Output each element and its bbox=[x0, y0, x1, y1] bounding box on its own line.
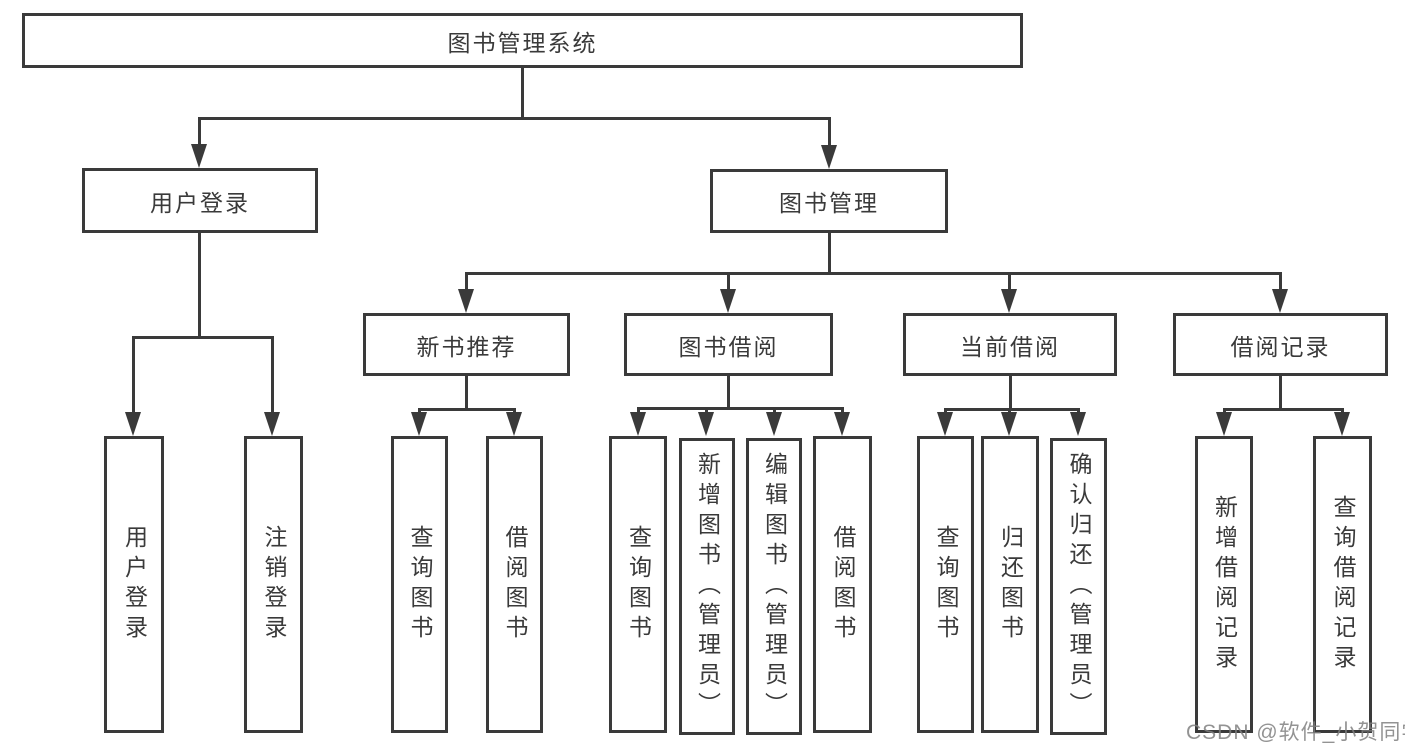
node-leaf-logout: 注销登录 bbox=[244, 436, 303, 733]
connector-drop bbox=[513, 408, 516, 415]
connector-mgmt-branch bbox=[465, 272, 1281, 275]
arrowhead bbox=[937, 412, 953, 436]
connector-cb-stem bbox=[1009, 376, 1012, 408]
arrowhead bbox=[506, 412, 522, 436]
connector-drop bbox=[1008, 408, 1011, 415]
connector-drop bbox=[1008, 272, 1011, 291]
connector-drop bbox=[705, 407, 708, 415]
arrowhead bbox=[698, 412, 714, 436]
node-bb-borrow-books: 借阅图书 bbox=[813, 436, 872, 733]
arrowhead bbox=[1216, 412, 1232, 436]
connector-nb-stem bbox=[465, 376, 468, 408]
connector-cb-branch bbox=[944, 408, 1079, 411]
connector-drop bbox=[271, 336, 274, 414]
node-bb-query-books: 查询图书 bbox=[609, 436, 667, 733]
node-label: 新书推荐 bbox=[416, 333, 517, 360]
node-book-management: 图书管理 bbox=[710, 169, 948, 233]
node-label: 查询图书 bbox=[933, 524, 959, 645]
node-label: 用户登录 bbox=[121, 524, 148, 645]
arrowhead bbox=[630, 412, 646, 436]
connector-login-stem bbox=[198, 233, 201, 336]
node-label: 查询图书 bbox=[407, 524, 433, 645]
connector-br-branch bbox=[1223, 408, 1343, 411]
node-label: 借阅记录 bbox=[1230, 333, 1331, 360]
node-label: 图书管理系统 bbox=[447, 29, 598, 56]
node-bb-add-books: 新增图书（管理员） bbox=[679, 438, 735, 735]
arrowhead bbox=[720, 289, 736, 313]
csdn-watermark: CSDN @软件_小贺同学 bbox=[1186, 721, 1405, 744]
connector-drop bbox=[198, 117, 201, 147]
node-leaf-user-login: 用户登录 bbox=[104, 436, 164, 733]
node-label: 用户登录 bbox=[150, 189, 250, 216]
node-cb-return-books: 归还图书 bbox=[981, 436, 1039, 733]
connector-drop bbox=[1223, 408, 1226, 415]
node-br-query-record: 查询借阅记录 bbox=[1313, 436, 1372, 733]
connector-drop bbox=[465, 272, 468, 291]
connector-drop bbox=[132, 336, 135, 414]
connector-drop bbox=[418, 408, 421, 415]
arrowhead bbox=[1001, 412, 1017, 436]
arrowhead bbox=[821, 145, 837, 169]
connector-drop bbox=[1077, 408, 1080, 415]
arrowhead bbox=[1001, 289, 1017, 313]
node-label: 确认归还（管理员） bbox=[1066, 451, 1092, 722]
arrowhead bbox=[1070, 412, 1086, 436]
connector-login-branch bbox=[132, 336, 274, 339]
node-new-book-recommend: 新书推荐 bbox=[363, 313, 570, 376]
node-label: 查询图书 bbox=[625, 524, 652, 645]
node-bb-edit-books: 编辑图书（管理员） bbox=[746, 438, 802, 735]
arrowhead bbox=[766, 412, 782, 436]
connector-mgmt-stem bbox=[828, 233, 831, 272]
node-current-borrow: 当前借阅 bbox=[903, 313, 1117, 376]
connector-drop bbox=[828, 117, 831, 147]
node-borrow-records: 借阅记录 bbox=[1173, 313, 1388, 376]
node-label: 图书管理 bbox=[779, 190, 879, 216]
connector-br-stem bbox=[1279, 376, 1282, 408]
node-label: 新增图书（管理员） bbox=[694, 451, 721, 722]
connector-drop bbox=[1279, 272, 1282, 291]
arrowhead bbox=[191, 144, 207, 168]
connector-root-branch bbox=[198, 117, 831, 120]
connector-drop bbox=[727, 272, 730, 291]
connector-root-stem bbox=[521, 68, 524, 117]
node-nb-query-books: 查询图书 bbox=[391, 436, 448, 733]
node-root: 图书管理系统 bbox=[22, 13, 1023, 68]
connector-nb-branch bbox=[418, 408, 515, 411]
connector-drop bbox=[637, 407, 640, 415]
node-label: 当前借阅 bbox=[960, 333, 1060, 360]
arrowhead bbox=[125, 412, 141, 436]
node-label: 注销登录 bbox=[261, 524, 287, 645]
connector-drop bbox=[773, 407, 776, 415]
arrowhead bbox=[834, 412, 850, 436]
arrowhead bbox=[264, 412, 280, 436]
connector-bb-stem bbox=[727, 376, 730, 407]
connector-drop bbox=[1341, 408, 1344, 415]
node-cb-query-books: 查询图书 bbox=[917, 436, 974, 733]
node-label: 归还图书 bbox=[997, 524, 1024, 645]
connector-drop bbox=[841, 407, 844, 415]
connector-bb-branch bbox=[637, 407, 843, 410]
arrowhead bbox=[458, 289, 474, 313]
node-book-borrow: 图书借阅 bbox=[624, 313, 833, 376]
node-label: 借阅图书 bbox=[502, 524, 528, 645]
arrowhead bbox=[1334, 412, 1350, 436]
node-label: 借阅图书 bbox=[830, 524, 856, 645]
node-nb-borrow-books: 借阅图书 bbox=[486, 436, 543, 733]
node-br-add-record: 新增借阅记录 bbox=[1195, 436, 1253, 733]
arrowhead bbox=[1272, 289, 1288, 313]
node-label: 新增借阅记录 bbox=[1211, 494, 1238, 675]
node-cb-confirm-return: 确认归还（管理员） bbox=[1050, 438, 1107, 735]
node-label: 编辑图书（管理员） bbox=[761, 451, 788, 722]
node-user-login: 用户登录 bbox=[82, 168, 318, 233]
node-label: 查询借阅记录 bbox=[1330, 494, 1356, 675]
arrowhead bbox=[411, 412, 427, 436]
connector-drop bbox=[944, 408, 947, 415]
node-label: 图书借阅 bbox=[678, 333, 779, 360]
